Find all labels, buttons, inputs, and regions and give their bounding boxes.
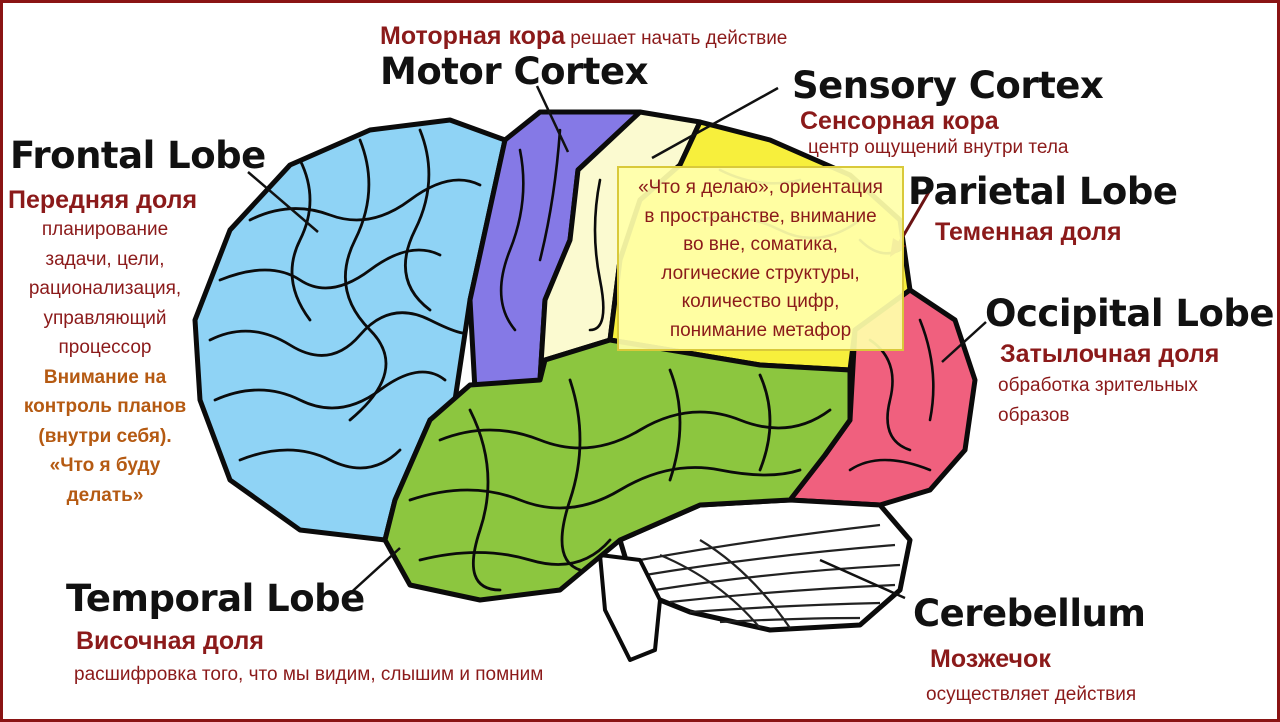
occipital-lobe-desc-line: образов: [998, 405, 1070, 426]
frontal-lobe-ru-title: Передняя доля: [8, 186, 198, 214]
occipital-lobe-en-label: Occipital Lobe: [985, 292, 1274, 335]
occipital-gyri: [848, 318, 935, 472]
parietal-note-line: «Что я делаю», ориентация: [638, 177, 883, 198]
sensory-cortex-ru-desc: центр ощущений внутри тела: [808, 137, 1069, 158]
parietal-lobe-ru-title: Теменная доля: [935, 218, 1122, 246]
cerebellum-desc: осуществляет действия: [926, 684, 1137, 705]
occipital-lobe-desc-line: обработка зрительных: [998, 375, 1198, 396]
frontal-desc-line: процессор: [58, 337, 152, 358]
frontal-desc-line: рационализация,: [28, 278, 182, 299]
parietal-note-line: во вне, соматика,: [683, 234, 838, 256]
parietal-note-line: понимание метафор: [669, 319, 852, 341]
sensory-cortex-en-label: Sensory Cortex: [792, 64, 1104, 107]
frontal-attention-line: контроль планов: [23, 396, 187, 417]
cerebellum-en-label: Cerebellum: [913, 592, 1146, 635]
occipital-lobe-ru-title: Затылочная доля: [1000, 340, 1220, 368]
temporal-lobe-desc: расшифровка того, что мы видим, слышим и…: [74, 664, 544, 685]
sensory-cortex-ru-title: Сенсорная кора: [800, 107, 999, 135]
frontal-lobe-en-label: Frontal Lobe: [10, 134, 266, 177]
frontal-desc-line: задачи, цели,: [45, 248, 165, 270]
brainstem-region: [598, 553, 662, 662]
parietal-lobe-en-label: Parietal Lobe: [908, 170, 1178, 213]
motor-cortex-ru-label: Моторная кора решает начать действие: [380, 22, 787, 51]
temporal-lobe-en-label: Temporal Lobe: [66, 577, 365, 620]
frontal-attention-line: (внутри себя).: [38, 425, 172, 447]
frontal-desc-line: управляющий: [43, 307, 167, 329]
temporal-lobe-ru-title: Височная доля: [76, 627, 265, 655]
parietal-note-line: количество цифр,: [681, 291, 840, 313]
motor-cortex-ru-desc: решает начать действие: [570, 28, 788, 49]
cerebellum-folia: [639, 523, 901, 629]
frontal-lobe-desc: планирование задачи, цели, рационализаци…: [0, 215, 210, 510]
temporal-gyri: [408, 368, 832, 592]
parietal-note-line: логические структуры,: [661, 262, 860, 284]
motor-cortex-ru-title: Моторная кора: [380, 22, 566, 50]
pointer-lines: [247, 85, 987, 600]
frontal-attention-line: Внимание на: [43, 366, 167, 388]
motor-cortex-en-label: Motor Cortex: [380, 50, 648, 93]
temporal-lobe-region: [382, 337, 853, 603]
frontal-gyri: [208, 128, 482, 470]
frontal-desc-line: планирование: [41, 219, 169, 240]
parietal-note-line: в пространстве, внимание: [644, 205, 877, 227]
parietal-note-box: «Что я делаю», ориентация в пространстве…: [617, 166, 904, 351]
frontal-attention-line: делать»: [66, 484, 144, 506]
cerebellum-ru-title: Мозжечок: [930, 645, 1051, 673]
frontal-attention-line: «Что я буду: [49, 455, 161, 476]
